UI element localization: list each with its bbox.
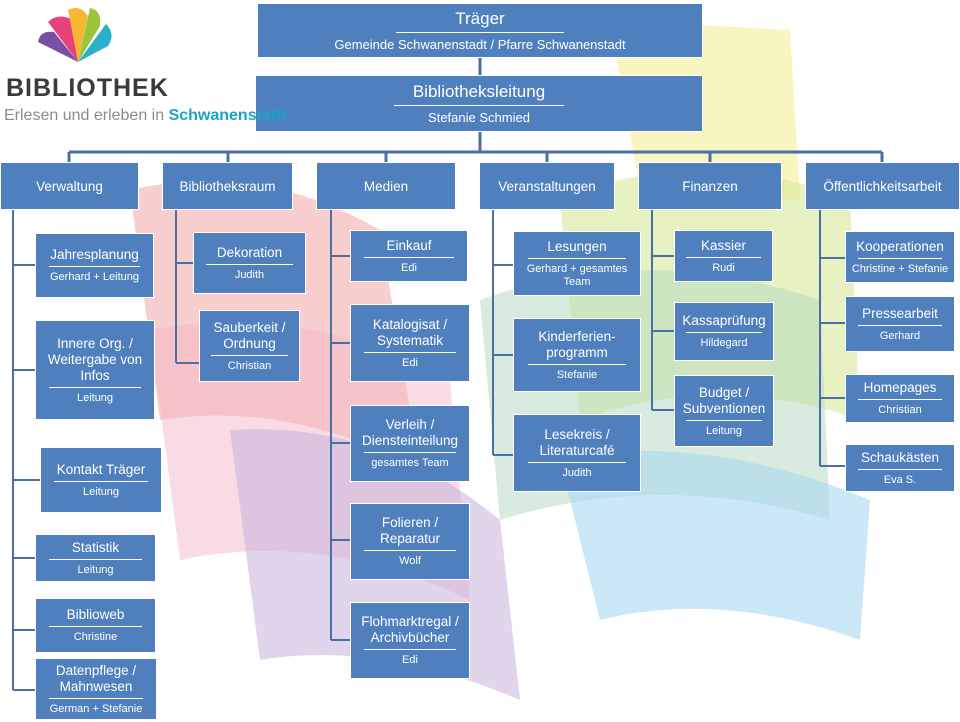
task-person: Hildegard	[700, 337, 748, 349]
dept-title: Medien	[363, 178, 409, 194]
task-box: Lesungen Gerhard + gesamtes Team	[513, 231, 641, 296]
task-person: Stefanie	[556, 368, 598, 381]
task-person: Rudi	[712, 261, 735, 274]
dept-verwaltung: Verwaltung	[0, 162, 139, 210]
traeger-subtitle: Gemeinde Schwanenstadt / Pfarre Schwanen…	[334, 36, 626, 52]
leitung-subtitle: Stefanie Schmied	[428, 109, 530, 125]
task-title: Kassier	[700, 237, 746, 253]
dept-title: Finanzen	[682, 178, 738, 194]
task-box: Kassier Rudi	[674, 230, 773, 282]
task-box: Sauberkeit / Ordnung Christian	[199, 310, 300, 382]
task-box: Kooperationen Christine + Stefanie	[845, 231, 955, 283]
task-person: Leitung	[77, 563, 114, 576]
task-box: Schaukästen Eva S.	[845, 444, 955, 492]
leitung-title: Bibliotheksleitung	[412, 81, 546, 101]
task-person: German + Stefanie	[49, 702, 143, 715]
dept-medien: Medien	[316, 162, 456, 210]
task-person: Judith	[234, 268, 265, 281]
task-person: Christine	[73, 631, 118, 643]
task-box: Homepages Christian	[845, 374, 955, 423]
task-title: Einkauf	[386, 237, 432, 253]
task-box: Budget / Subventionen Leitung	[674, 375, 774, 447]
task-title: Dekoration	[216, 244, 283, 260]
task-title: Biblioweb	[66, 607, 125, 622]
task-box: Einkauf Edi	[350, 230, 468, 282]
task-person: Gerhard + gesamtes Team	[526, 262, 628, 288]
task-title: Katalogisat / Systematik	[372, 316, 448, 348]
task-title: Flohmarktregal / Archivbücher	[361, 614, 459, 645]
task-title: Innere Org. / Weitergabe von Infos	[47, 335, 143, 383]
task-title: Datenpflege / Mahnwesen	[55, 662, 137, 694]
task-person: Gerhard + Leitung	[50, 271, 139, 283]
traeger-box: Träger Gemeinde Schwanenstadt / Pfarre S…	[257, 3, 703, 58]
library-logo: BIBLIOTHEK Erlesen und erleben in Schwan…	[0, 0, 286, 135]
task-box: Dekoration Judith	[193, 232, 306, 294]
dept-bibliotheksraum: Bibliotheksraum	[162, 162, 293, 210]
task-title: Lesekreis / Literaturcafé	[539, 426, 615, 458]
task-title: Budget / Subventionen	[682, 384, 766, 416]
task-person: Christian	[227, 359, 272, 372]
task-title: Lesungen	[547, 238, 607, 254]
task-person: Edi	[402, 356, 418, 369]
task-title: Kooperationen	[856, 238, 944, 254]
task-box: Folieren / Reparatur Wolf	[350, 503, 470, 580]
task-title: Jahresplanung	[50, 247, 139, 262]
task-person: Leitung	[705, 424, 743, 437]
task-title: Pressearbeit	[862, 305, 938, 321]
task-box: Innere Org. / Weitergabe von Infos Leitu…	[35, 320, 155, 420]
logo-town: Schwanenstadt	[168, 107, 286, 124]
task-box: Katalogisat / Systematik Edi	[350, 304, 470, 382]
task-box: Lesekreis / Literaturcafé Judith	[513, 414, 641, 492]
task-title: Folieren / Reparatur	[379, 515, 441, 546]
task-person: gesamtes Team	[371, 457, 449, 469]
task-title: Statistik	[71, 539, 120, 555]
task-box: Kontakt Träger Leitung	[40, 447, 162, 513]
dept-title: Öffentlichkeitsarbeit	[823, 178, 942, 194]
task-person: Edi	[402, 654, 418, 666]
task-person: Leitung	[76, 391, 114, 404]
task-person: Edi	[401, 261, 417, 274]
dept-title: Veranstaltungen	[498, 178, 596, 194]
task-box: Kassaprüfung Hildegard	[674, 302, 774, 361]
task-box: Biblioweb Christine	[35, 598, 156, 653]
task-person: Christian	[878, 404, 922, 416]
task-person: Eva S.	[883, 473, 917, 486]
book-fan-icon	[38, 8, 112, 63]
task-person: Wolf	[399, 555, 421, 567]
task-person: Gerhard	[879, 329, 921, 342]
dept-oeffentlichkeitsarbeit: Öffentlichkeitsarbeit	[805, 162, 960, 210]
leitung-box: Bibliotheksleitung Stefanie Schmied	[255, 75, 703, 132]
task-person: Judith	[562, 466, 592, 479]
dept-title: Verwaltung	[36, 178, 103, 194]
task-box: Datenpflege / Mahnwesen German + Stefani…	[35, 658, 157, 720]
logo-tagline: Erlesen und erleben in Schwanenstadt	[4, 107, 286, 125]
task-person: Leitung	[82, 485, 120, 498]
dept-title: Bibliotheksraum	[179, 178, 276, 194]
task-title: Verleih / Diensteinteilung	[361, 417, 459, 448]
task-person: Christine + Stefanie	[851, 262, 949, 275]
task-title: Kontakt Träger	[56, 461, 146, 477]
traeger-title: Träger	[455, 8, 505, 28]
logo-tagline-text: Erlesen und erleben in	[4, 107, 165, 124]
task-box: Verleih / Diensteinteilung gesamtes Team	[350, 405, 470, 482]
logo-wordmark: BIBLIOTHEK	[6, 74, 169, 102]
task-title: Kinderferien-programm	[538, 328, 616, 360]
task-title: Homepages	[863, 380, 937, 395]
task-box: Statistik Leitung	[35, 534, 156, 582]
task-box: Kinderferien-programm Stefanie	[513, 318, 641, 392]
dept-veranstaltungen: Veranstaltungen	[479, 162, 615, 210]
task-box: Jahresplanung Gerhard + Leitung	[35, 233, 154, 298]
task-box: Pressearbeit Gerhard	[845, 296, 955, 352]
task-title: Sauberkeit / Ordnung	[213, 319, 286, 351]
task-box: Flohmarktregal / Archivbücher Edi	[350, 602, 470, 679]
task-title: Kassaprüfung	[682, 313, 766, 328]
dept-finanzen: Finanzen	[638, 162, 782, 210]
task-title: Schaukästen	[860, 449, 940, 465]
